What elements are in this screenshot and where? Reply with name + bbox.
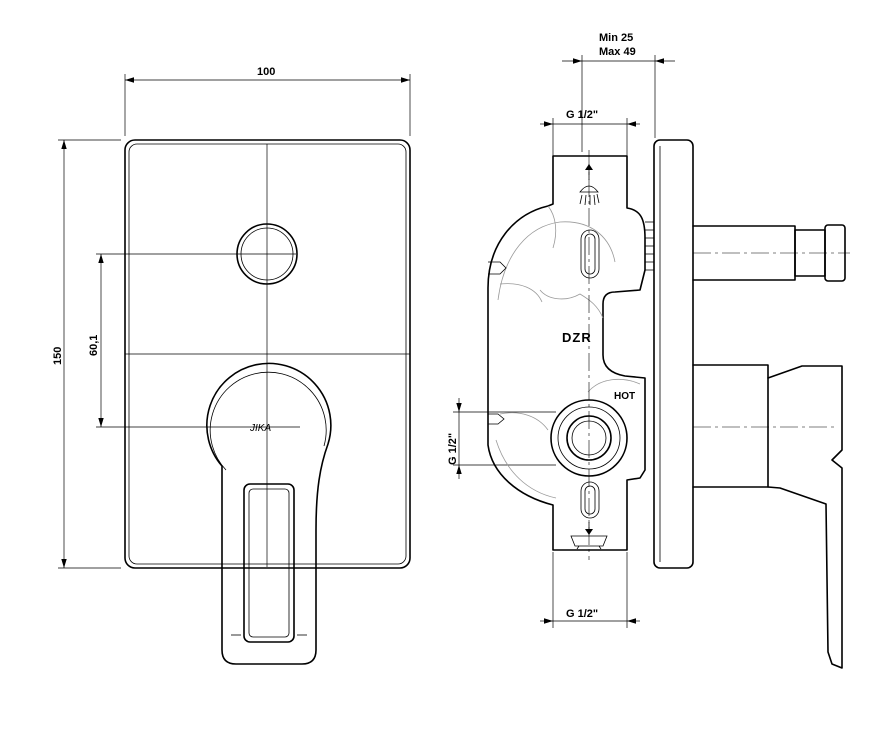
center-distance-dimension: 60,1 [88, 254, 104, 427]
valve-body: DZR HOT [487, 155, 646, 551]
svg-text:G 1/2": G 1/2" [566, 109, 598, 121]
svg-text:G 1/2": G 1/2" [566, 608, 598, 620]
body-mark-dzr: DZR [562, 330, 592, 345]
width-dimension: 100 [124, 66, 411, 136]
svg-text:100: 100 [257, 66, 275, 78]
front-view: JIKA 100 150 60,1 [52, 66, 411, 665]
height-dimension: 150 [52, 139, 121, 569]
wall-plate [653, 139, 694, 569]
svg-text:Max 49: Max 49 [599, 46, 636, 58]
side-view: Min 25 Max 49 G 1/2" G 1/2" [447, 32, 850, 669]
diverter-spindle [692, 224, 850, 282]
shower-head-icon [579, 164, 600, 206]
svg-text:Min 25: Min 25 [599, 32, 633, 44]
left-thread-dimension: G 1/2" [447, 398, 556, 479]
svg-text:60,1: 60,1 [88, 335, 100, 356]
connector-ribs [645, 221, 654, 271]
depth-dimension: Min 25 Max 49 [562, 32, 675, 152]
lever-side [692, 364, 843, 669]
top-thread-dimension: G 1/2" [540, 109, 640, 156]
body-mark-hot: HOT [614, 391, 635, 402]
diverter-knob [236, 223, 298, 285]
brand-logo: JIKA [249, 423, 271, 434]
svg-text:G 1/2": G 1/2" [447, 433, 459, 465]
bottom-thread-dimension: G 1/2" [540, 552, 640, 628]
svg-text:150: 150 [52, 347, 64, 365]
mixing-lever [206, 362, 332, 665]
